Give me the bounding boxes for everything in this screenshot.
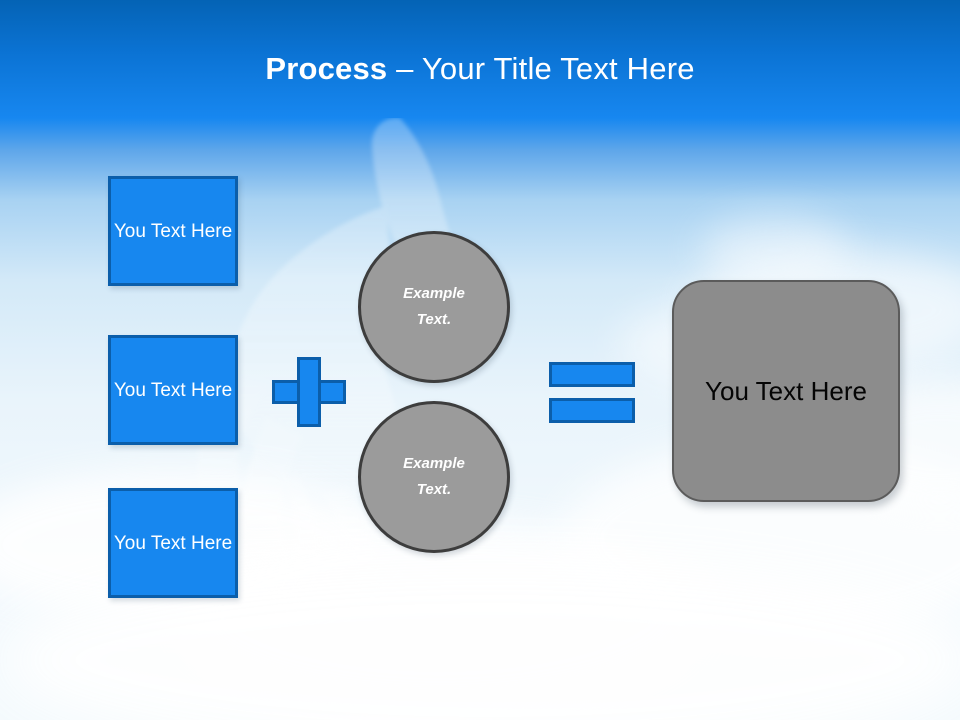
result-box[interactable]: You Text Here — [672, 280, 900, 502]
plus-sign-icon — [272, 357, 346, 427]
equals-bottom-bar — [549, 398, 635, 423]
input-box-2-label: You Text Here — [113, 379, 233, 401]
plus-vertical-bar — [297, 357, 321, 427]
input-box-2[interactable]: You Text Here — [108, 335, 238, 445]
title-band — [0, 0, 960, 118]
equals-sign-icon — [549, 362, 635, 423]
page-title: Process – Your Title Text Here — [0, 50, 960, 88]
input-box-1[interactable]: You Text Here — [108, 176, 238, 286]
equals-top-bar — [549, 362, 635, 387]
input-box-3-label: You Text Here — [113, 532, 233, 554]
example-circle-2-line1: Example — [403, 455, 465, 472]
example-circle-2[interactable]: Example Text. — [358, 401, 510, 553]
plus-center-fill — [300, 383, 318, 401]
page-title-rest: – Your Title Text Here — [396, 51, 695, 86]
example-circle-1[interactable]: Example Text. — [358, 231, 510, 383]
input-box-3[interactable]: You Text Here — [108, 488, 238, 598]
result-box-label: You Text Here — [705, 375, 867, 406]
example-circle-1-line2: Text. — [416, 311, 452, 328]
cloud-shape — [700, 215, 850, 285]
example-circle-2-line2: Text. — [416, 481, 452, 498]
input-box-1-label: You Text Here — [113, 220, 233, 242]
page-title-strong: Process — [265, 51, 397, 86]
example-circle-1-line1: Example — [403, 285, 465, 302]
